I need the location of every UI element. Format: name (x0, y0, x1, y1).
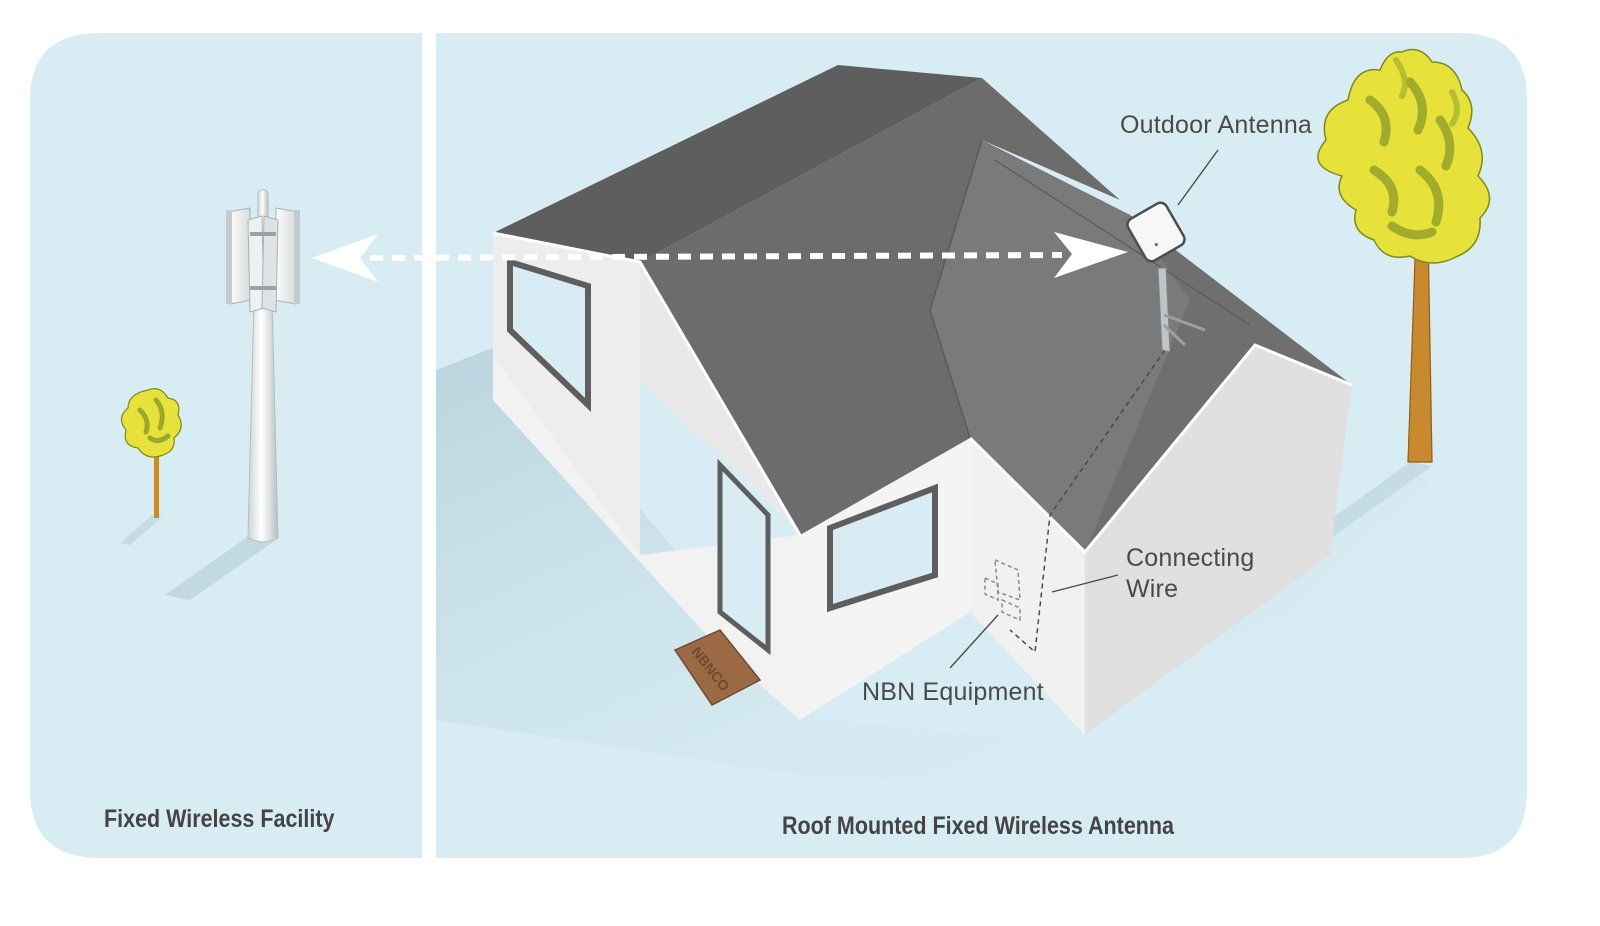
house-icon: NBNCO (436, 65, 1432, 790)
fixed-wireless-facility (120, 189, 300, 600)
right-panel-caption: Roof Mounted Fixed Wireless Antenna (782, 812, 1175, 840)
small-tree-icon (120, 388, 182, 518)
nbn-equipment-label: NBN Equipment (862, 678, 1044, 706)
house-door (717, 458, 771, 656)
outdoor-antenna-label: Outdoor Antenna (1120, 111, 1313, 139)
signal-arrowhead-right (1054, 232, 1128, 278)
connecting-wire-label-line1: Connecting (1126, 544, 1255, 572)
connecting-wire-leader (1051, 574, 1119, 593)
connecting-wire (1009, 349, 1166, 654)
nbn-equipment-icon (984, 558, 1021, 622)
left-panel-caption: Fixed Wireless Facility (104, 805, 335, 833)
roof-right-wing-shade (930, 140, 1190, 552)
connecting-wire-label-line2: Wire (1126, 575, 1179, 603)
roof-antenna-icon (1126, 201, 1206, 353)
nbn-equipment-leader (949, 614, 999, 669)
doormat: NBNCO (673, 629, 762, 706)
small-tree-shadow (120, 515, 162, 545)
bidirectional-signal-arrow-icon (312, 232, 1128, 282)
left-panel-background (30, 33, 422, 858)
outdoor-antenna-leader (1177, 149, 1219, 206)
cell-tower-icon (226, 189, 300, 543)
house-left-window (507, 257, 591, 413)
signal-arrowhead-left (312, 234, 378, 282)
callout-leaders (949, 149, 1219, 669)
tree-icon (1317, 48, 1491, 463)
house-shadow (436, 345, 1430, 790)
house-middle-window (827, 483, 938, 613)
house-right-front-wall (970, 438, 1085, 735)
roof-main-left (493, 65, 982, 262)
house-right-gable-wall (1085, 345, 1352, 735)
house-front-wall (493, 355, 800, 720)
tower-shadow (165, 535, 276, 600)
panel-divider (422, 33, 436, 858)
roof-main-front (640, 78, 1120, 535)
